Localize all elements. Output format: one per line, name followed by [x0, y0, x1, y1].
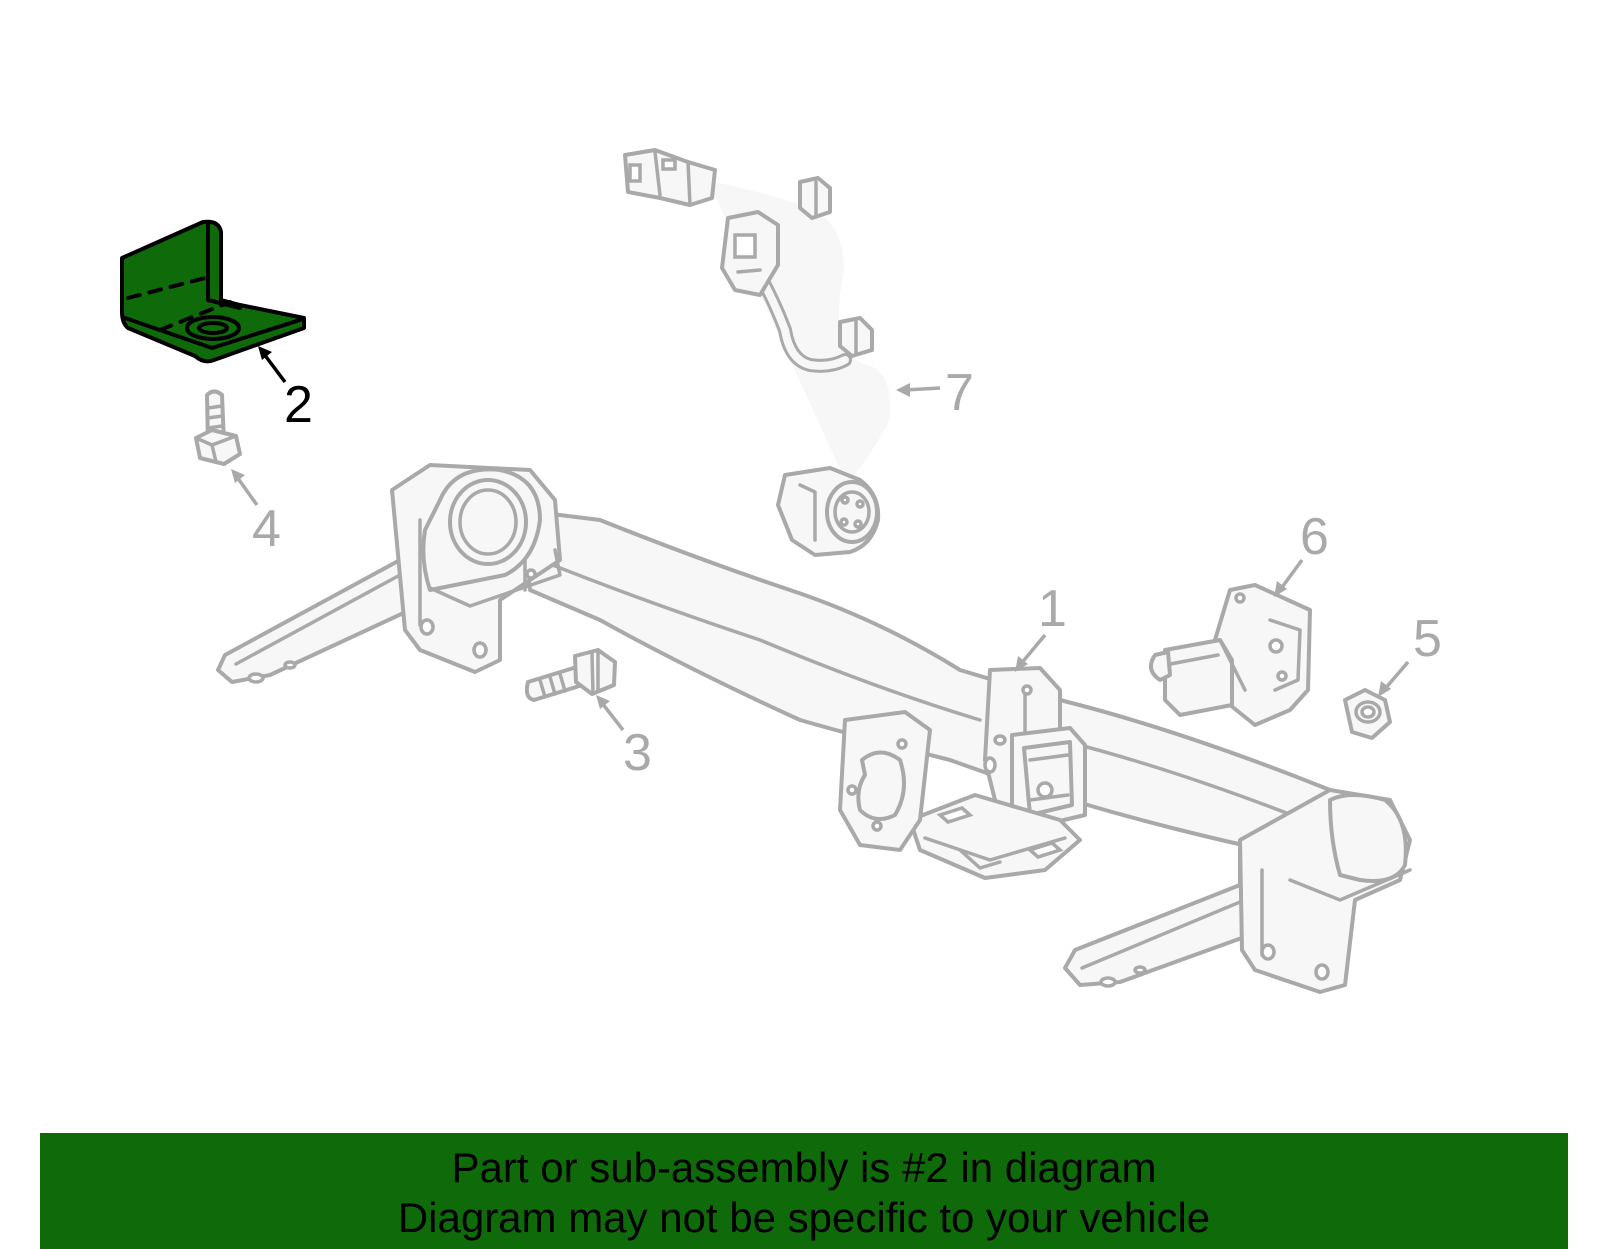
part-7-wiring-harness	[623, 148, 890, 557]
callout-1-label: 1	[1038, 580, 1067, 638]
callout-5: 5	[1378, 610, 1442, 697]
banner-line-disclaimer: Diagram may not be specific to your vehi…	[397, 1194, 1211, 1241]
part-5-nut	[1343, 688, 1392, 740]
info-banner: Part or sub-assembly is #2 in diagram Di…	[40, 1133, 1568, 1249]
callout-3: 3	[596, 695, 652, 782]
callout-2-label: 2	[284, 376, 313, 434]
callout-1: 1	[1015, 580, 1067, 672]
part-4-bolt	[194, 389, 242, 466]
callout-5-label: 5	[1413, 610, 1442, 668]
part-6-connector-socket	[1149, 583, 1312, 727]
callout-4-label: 4	[252, 500, 281, 558]
part-1-hitch-assembly	[216, 463, 1412, 994]
part-3-bolt	[524, 648, 617, 702]
part-2-bracket-highlighted	[120, 219, 306, 364]
callout-3-label: 3	[623, 724, 652, 782]
callout-6-label: 6	[1300, 508, 1329, 566]
callout-4: 4	[231, 469, 281, 558]
callout-7: 7	[896, 364, 974, 422]
callout-2: 2	[258, 346, 313, 434]
callout-7-label: 7	[945, 364, 974, 422]
callout-6: 6	[1274, 508, 1329, 597]
banner-line-part-number: Part or sub-assembly is #2 in diagram	[451, 1144, 1157, 1191]
